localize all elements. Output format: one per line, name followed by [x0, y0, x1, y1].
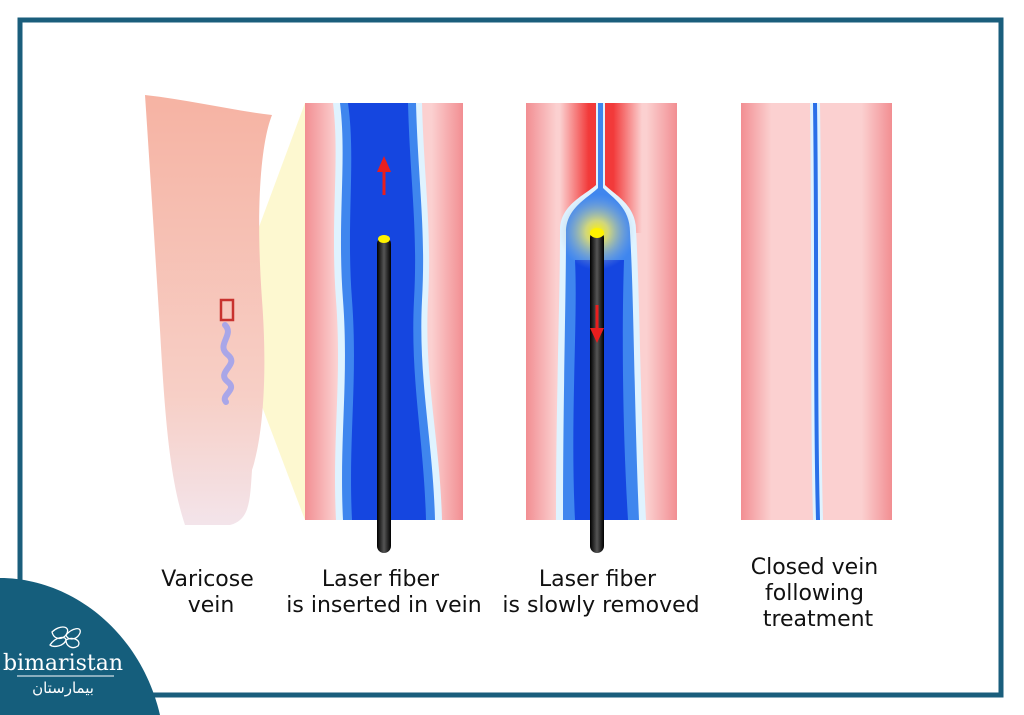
label-fiber-removed: Laser fiber is slowly removed	[502, 567, 699, 618]
panel-removed	[526, 103, 677, 553]
laser-fiber	[377, 237, 391, 553]
butterfly-leaf-icon	[49, 626, 81, 649]
zoom-marker	[219, 298, 235, 322]
magnify-cone	[230, 103, 305, 520]
frame-border	[17, 17, 1004, 698]
label-varicose-vein: Varicose vein	[161, 567, 261, 618]
label-fiber-inserted: Laser fiber is inserted in vein	[286, 567, 481, 618]
panel-inserted	[305, 103, 463, 553]
leg-illustration	[145, 95, 272, 525]
svg-text:بيمارستان: بيمارستان	[32, 679, 94, 697]
label-closed-vein: Closed vein following treatment	[751, 555, 886, 632]
varicose-vein-squiggle	[220, 322, 235, 405]
bimaristan-logo: bimaristan بيمارستان	[0, 578, 160, 715]
arrow-up-icon	[377, 156, 391, 195]
laser-fiber	[590, 231, 604, 553]
arrow-down-icon	[590, 305, 604, 343]
panel-closed	[741, 103, 892, 520]
svg-text:bimaristan: bimaristan	[3, 651, 123, 676]
